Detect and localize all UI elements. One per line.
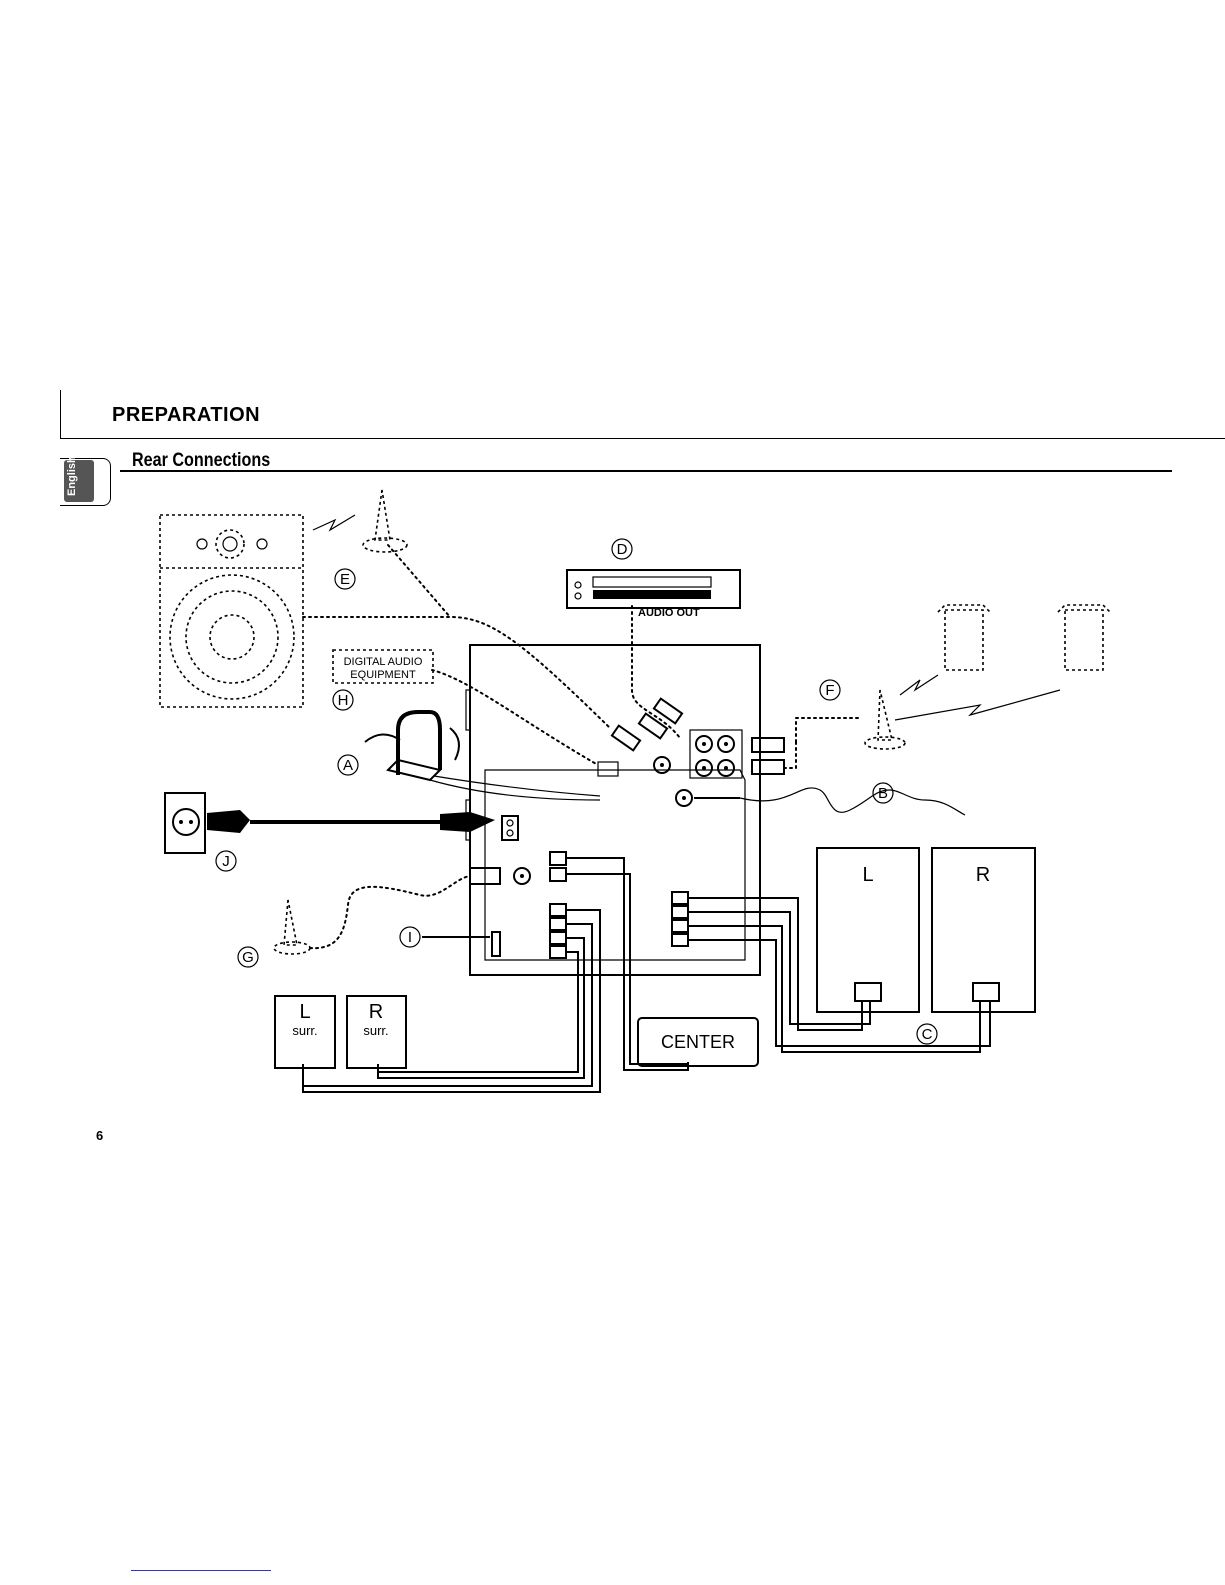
- subwoofer-link-line: [303, 617, 610, 728]
- callout-a: A: [338, 755, 358, 775]
- callout-g: G: [238, 947, 258, 967]
- callout-b: B: [873, 783, 893, 803]
- svg-text:H: H: [338, 692, 349, 709]
- callout-j: J: [216, 851, 236, 871]
- page-number: 6: [96, 1128, 103, 1143]
- surround-right-sublabel: surr.: [363, 1023, 388, 1038]
- audio-out-link-line: [632, 606, 680, 738]
- callout-d: D: [612, 539, 632, 559]
- surround-left-sublabel: surr.: [292, 1023, 317, 1038]
- callout-c: C: [917, 1024, 937, 1044]
- svg-text:C: C: [922, 1026, 933, 1043]
- svg-text:A: A: [343, 757, 353, 774]
- line-out-link-line: [785, 742, 796, 768]
- audio-device: [567, 570, 740, 608]
- svg-text:D: D: [617, 541, 628, 558]
- callout-h: H: [333, 690, 353, 710]
- surround-left-label: L: [299, 1001, 310, 1023]
- antenna-e-link-line: [388, 545, 450, 617]
- surround-right-label: R: [369, 1001, 383, 1023]
- antenna-f-link-line: [796, 718, 862, 742]
- am-loop-antenna: [365, 712, 600, 800]
- digital-audio-label-line1: DIGITAL AUDIO: [344, 656, 423, 668]
- svg-text:F: F: [825, 682, 834, 699]
- wall-socket-plug: [165, 793, 495, 853]
- bottom-underline: [131, 1570, 271, 1571]
- svg-text:B: B: [878, 785, 888, 802]
- rear-wireless-speakers: [865, 605, 1110, 749]
- callout-i: I: [400, 927, 420, 947]
- callout-f: F: [820, 680, 840, 700]
- svg-text:G: G: [242, 949, 254, 966]
- front-right-label: R: [976, 864, 990, 886]
- digital-audio-link-line: [432, 670, 598, 765]
- svg-text:E: E: [340, 571, 350, 588]
- digital-audio-label-line2: EQUIPMENT: [350, 669, 416, 681]
- audio-out-label: AUDIO OUT: [638, 607, 700, 619]
- front-left-label: L: [862, 864, 873, 886]
- center-label: CENTER: [661, 1032, 735, 1052]
- antenna-g-icon: [274, 868, 500, 954]
- svg-text:I: I: [408, 929, 412, 946]
- fm-wire-antenna: [740, 788, 965, 815]
- callout-e: E: [335, 569, 355, 589]
- subwoofer: [160, 515, 303, 707]
- svg-text:J: J: [222, 853, 230, 870]
- antenna-e-icon: [313, 490, 407, 552]
